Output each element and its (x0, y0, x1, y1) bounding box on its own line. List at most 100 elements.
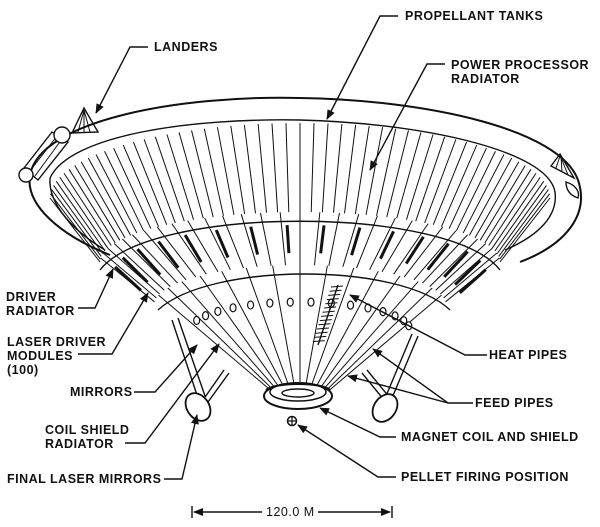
driver-fin (240, 214, 258, 267)
heat-pipe-fin (319, 319, 332, 322)
radiator-fin (68, 169, 116, 244)
radiator-fin (132, 141, 168, 225)
radiator-fin (122, 144, 160, 227)
radiator-fin (166, 134, 195, 220)
driver-radiator (100, 212, 500, 303)
driver-fin (107, 247, 160, 295)
driver-fin (222, 215, 244, 269)
driver-slot (285, 225, 291, 254)
radiator-fin (74, 165, 121, 241)
driver-fin (143, 230, 187, 281)
driver-fin (435, 243, 487, 291)
final-laser-mirror-right (361, 333, 419, 423)
heat-pipe-fin (326, 298, 339, 301)
scale-bar-label: 120.0 M (266, 505, 315, 519)
driver-slot (114, 265, 142, 292)
radiator-fin (143, 139, 176, 224)
heat-pipe-fin (316, 327, 330, 330)
label-power-processor-radiator: POWER PROCESSOR RADIATOR (451, 58, 590, 86)
driver-fin (393, 223, 429, 275)
driver-fin (369, 217, 396, 271)
heat-pipes-comb (312, 284, 344, 346)
radiator-fin (49, 193, 101, 260)
radiator-fin (285, 123, 290, 213)
radiator-fin (113, 147, 152, 229)
radiator-fin (321, 123, 329, 213)
label-driver-radiator: DRIVER RADIATOR (6, 290, 75, 318)
label-pellet-firing-position: PELLET FIRING POSITION (401, 470, 569, 484)
lander-right (549, 152, 580, 199)
label-coil-shield-radiator: COIL SHIELD RADIATOR (45, 423, 130, 451)
callout-leaders (78, 15, 487, 480)
driver-slot (404, 236, 425, 265)
final-laser-mirror-left (171, 317, 230, 422)
radiator-fin (415, 136, 446, 222)
radiator-fin (405, 134, 434, 220)
driver-slot (443, 250, 469, 278)
driver-fin (429, 238, 478, 287)
mirror (201, 311, 210, 321)
driver-slot (379, 230, 395, 260)
module-rib (167, 287, 274, 390)
radiator-fin (462, 154, 505, 234)
heat-pipe-fin (325, 302, 338, 305)
laser-driver-modules (158, 265, 442, 391)
label-laser-driver-modules: LASER DRIVER MODULES (100) (7, 335, 107, 377)
driver-slot (426, 242, 450, 271)
mirror (346, 300, 355, 310)
driver-slot (454, 259, 482, 286)
radiator-fin (396, 132, 422, 219)
radiator-fin (49, 197, 101, 263)
driver-fin (204, 217, 231, 271)
radiator-fin (498, 189, 549, 257)
module-rib (158, 294, 272, 391)
radiator-fin (63, 172, 112, 246)
radiator-fin (59, 176, 109, 249)
module-rib (310, 267, 355, 387)
radiator-fin (365, 127, 384, 215)
mirror (246, 300, 255, 310)
driver-fin (413, 230, 457, 281)
radiator-fin (104, 151, 145, 232)
driver-fin (113, 243, 165, 291)
module-rib (323, 281, 419, 389)
mirror (286, 297, 294, 307)
radiator-fin (243, 124, 256, 214)
driver-fin (171, 223, 207, 275)
radiator-fin (271, 123, 279, 213)
lander-left (18, 106, 100, 183)
heat-pipe-fin (314, 335, 327, 338)
driver-slot (458, 268, 487, 295)
radiator-fin (496, 185, 547, 254)
radiator-fin (53, 185, 104, 254)
radiator-fin (55, 181, 106, 252)
module-rib (221, 271, 285, 388)
driver-slot (350, 227, 362, 256)
heat-pipe-fin (312, 340, 325, 343)
driver-fin (132, 234, 178, 284)
radiator-fin (257, 124, 267, 213)
radiator-fin (491, 176, 541, 249)
driver-slot (183, 234, 203, 263)
propellant-tank-ring (28, 96, 582, 263)
pellet-firing-position-marker (286, 415, 298, 427)
module-rib (199, 275, 280, 388)
radiator-fin (479, 165, 526, 241)
label-magnet-coil-and-shield: MAGNET COIL AND SHIELD (401, 430, 579, 444)
radiator-fin (424, 139, 457, 224)
driver-slot (157, 240, 180, 269)
radiator-fin (474, 161, 520, 239)
mirror (307, 297, 315, 307)
radiator-fin (51, 189, 102, 257)
radiator-fin (95, 154, 138, 234)
module-rib (320, 275, 401, 388)
driver-fin (328, 212, 340, 266)
module-rib (181, 281, 277, 389)
label-feed-pipes: FEED PIPES (475, 396, 554, 410)
module-rib (305, 265, 328, 387)
driver-fin (279, 212, 287, 266)
label-mirrors: MIRRORS (70, 385, 133, 399)
radiator-fin (440, 144, 478, 227)
radiator-fin (80, 161, 126, 239)
driver-fin (102, 252, 157, 299)
